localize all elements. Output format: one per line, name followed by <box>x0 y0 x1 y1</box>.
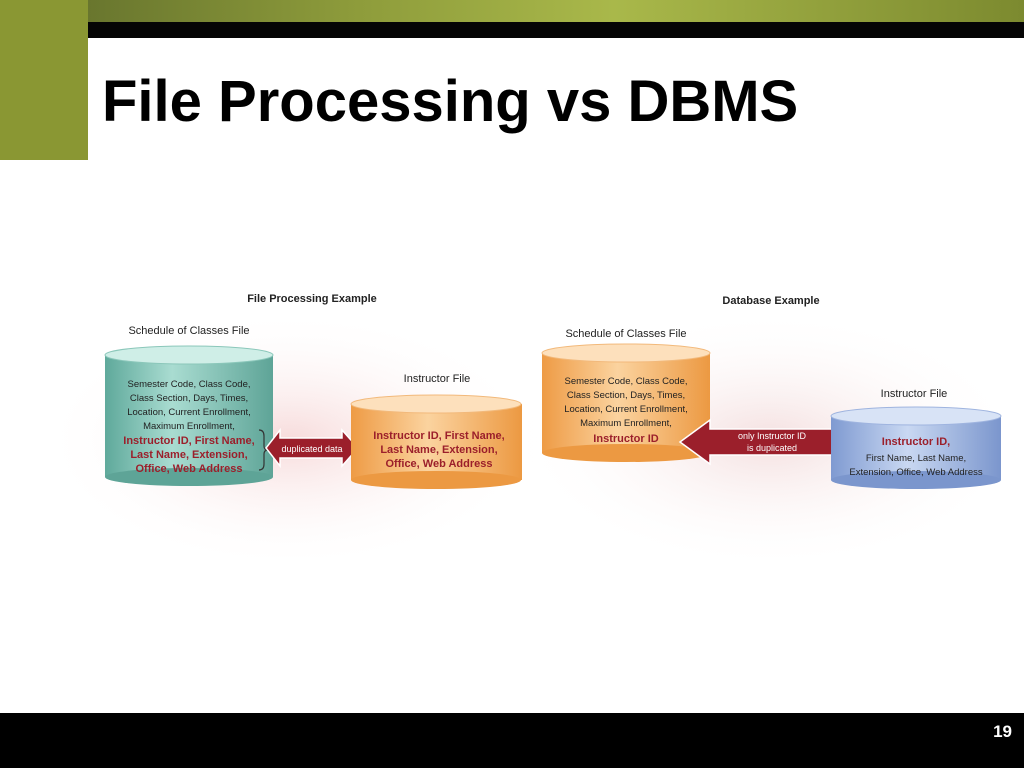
database-heading: Database Example <box>722 295 819 307</box>
schedule-instructor-field: Office, Web Address <box>136 463 243 475</box>
instructor-field-line: First Name, Last Name, <box>866 453 966 464</box>
schedule-instructor-field: Last Name, Extension, <box>130 449 247 461</box>
schedule-field-line: Class Section, Days, Times, <box>567 390 685 401</box>
header-band <box>0 0 1024 22</box>
file-processing-heading: File Processing Example <box>247 293 377 305</box>
arrow-label-line: only Instructor ID <box>738 431 807 441</box>
file-vs-dbms-diagram: File Processing Example Schedule of Clas… <box>40 293 1024 570</box>
arrow-label-line: is duplicated <box>747 443 797 453</box>
schedule-field-line: Maximum Enrollment, <box>143 421 235 432</box>
schedule-instructor-id: Instructor ID <box>593 433 658 445</box>
schedule-cylinder-left <box>104 345 274 486</box>
schedule-file-label-left: Schedule of Classes File <box>128 325 249 337</box>
instructor-id-field: Instructor ID, <box>882 436 950 448</box>
accent-block <box>0 0 88 160</box>
schedule-field-line: Semester Code, Class Code, <box>564 376 687 387</box>
instructor-cylinder-left <box>350 394 522 489</box>
header-rule <box>88 22 1024 38</box>
instructor-field: Last Name, Extension, <box>380 444 497 456</box>
schedule-cylinder-right <box>541 343 711 462</box>
schedule-file-label-right: Schedule of Classes File <box>565 328 686 340</box>
duplicated-data-label: duplicated data <box>281 444 342 454</box>
instructor-field: Office, Web Address <box>386 458 493 470</box>
instructor-field-line: Extension, Office, Web Address <box>849 467 982 478</box>
footer-bar: 19 <box>0 713 1024 768</box>
instructor-cylinder-right <box>830 406 1002 489</box>
schedule-field-line: Semester Code, Class Code, <box>127 379 250 390</box>
schedule-instructor-field: Instructor ID, First Name, <box>123 435 254 447</box>
slide-title: File Processing vs DBMS <box>102 69 799 134</box>
instructor-field: Instructor ID, First Name, <box>373 430 504 442</box>
instructor-file-label-left: Instructor File <box>404 373 471 385</box>
schedule-field-line: Class Section, Days, Times, <box>130 393 248 404</box>
page-number: 19 <box>993 722 1012 741</box>
schedule-field-line: Location, Current Enrollment, <box>564 404 688 415</box>
instructor-file-label-right: Instructor File <box>881 388 948 400</box>
schedule-field-line: Maximum Enrollment, <box>580 418 672 429</box>
schedule-field-line: Location, Current Enrollment, <box>127 407 251 418</box>
